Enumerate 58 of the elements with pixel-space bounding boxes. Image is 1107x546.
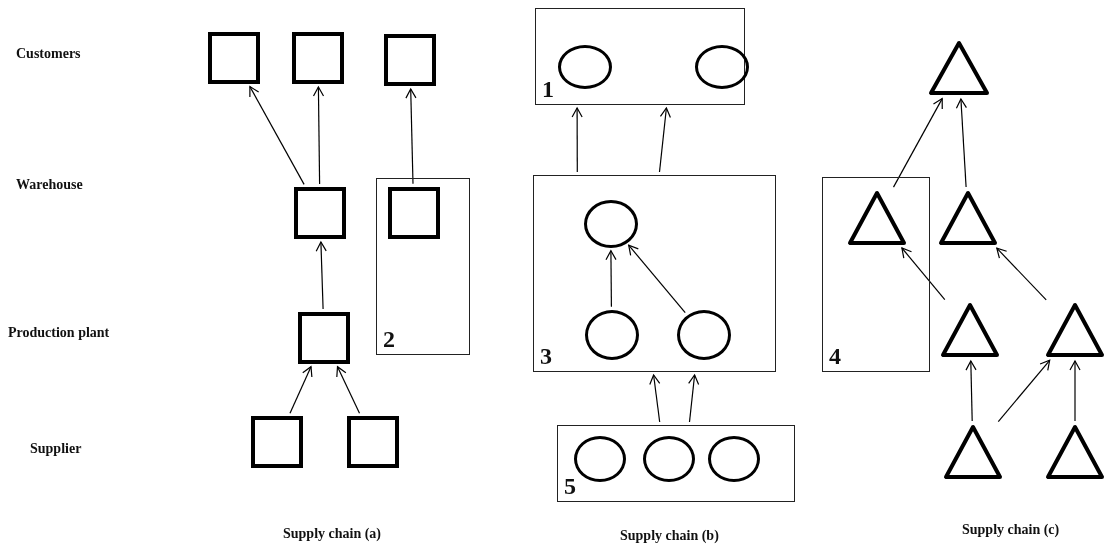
square <box>347 416 399 468</box>
arrow <box>1069 360 1081 422</box>
arrow <box>312 86 325 185</box>
triangle <box>1045 302 1105 358</box>
arrow <box>649 374 661 423</box>
square <box>208 32 260 84</box>
group-box <box>376 178 470 355</box>
square <box>294 187 346 239</box>
arrow <box>955 98 967 188</box>
box-number: 4 <box>829 343 841 369</box>
chain-caption: Supply chain (b) <box>620 528 719 544</box>
arrow <box>996 247 1047 301</box>
square <box>298 312 350 364</box>
triangle <box>940 302 1000 358</box>
triangle <box>1045 424 1105 480</box>
triangle <box>928 40 990 96</box>
circle <box>676 309 731 360</box>
row-label: Supplier <box>30 441 82 457</box>
arrow <box>892 98 943 188</box>
circle <box>573 435 626 482</box>
arrow <box>965 360 977 422</box>
arrow <box>289 366 313 414</box>
triangle <box>938 190 998 246</box>
chain-caption: Supply chain (c) <box>962 522 1060 538</box>
group-box <box>822 177 930 372</box>
arrow <box>658 107 671 173</box>
square <box>387 186 440 239</box>
arrow <box>605 250 617 308</box>
circle <box>707 435 760 482</box>
group-box <box>533 175 776 372</box>
circle <box>642 435 695 482</box>
box-number: 1 <box>542 76 554 102</box>
arrow <box>571 107 583 173</box>
chain-caption: Supply chain (a) <box>283 526 382 542</box>
arrow <box>405 88 417 185</box>
square <box>292 32 344 84</box>
box-number: 5 <box>564 473 576 499</box>
group-box <box>557 425 795 502</box>
row-label: Warehouse <box>16 177 83 193</box>
square <box>251 416 303 468</box>
arrow <box>336 366 361 414</box>
triangle <box>943 424 1003 480</box>
arrow <box>688 374 700 423</box>
arrow <box>901 247 946 301</box>
box-number: 3 <box>540 343 552 369</box>
triangle <box>846 189 907 246</box>
row-label: Production plant <box>8 325 110 341</box>
arrow <box>628 244 686 314</box>
circle <box>583 199 638 248</box>
square <box>384 34 436 86</box>
circle <box>557 44 612 89</box>
arrow <box>997 359 1051 423</box>
arrow <box>315 241 327 310</box>
arrow <box>249 86 305 185</box>
box-number: 2 <box>383 326 395 352</box>
circle <box>694 44 749 89</box>
circle <box>584 309 639 360</box>
row-label: Customers <box>16 46 81 62</box>
